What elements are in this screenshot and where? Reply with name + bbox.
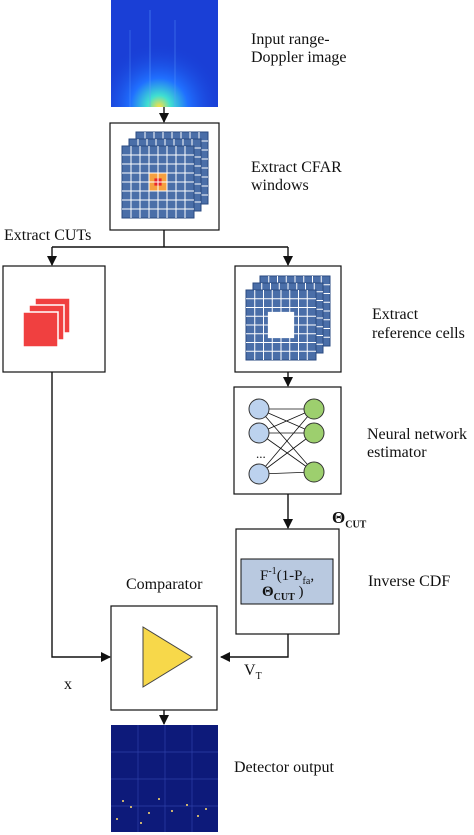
nn-label-line1: Neural network (367, 426, 467, 443)
cut-cell (22, 311, 59, 348)
arrow-x-to-comparator (51, 372, 111, 662)
input-range-doppler-image (111, 0, 218, 107)
vt-label: VT (244, 662, 262, 683)
formula-line2: ΘCUT ) (262, 584, 304, 603)
formula-line1: F-1(1-Pfa, (260, 566, 315, 587)
comparator-box (110, 605, 218, 711)
cfar-label-line1: Extract CFAR (251, 159, 342, 176)
inverse-cdf-label: Inverse CDF (368, 573, 451, 590)
cell-grid-layer (245, 289, 317, 361)
cell-grid-layer (121, 145, 195, 219)
inverse-cdf-box (235, 528, 340, 635)
input-node (248, 422, 270, 444)
formula-box (240, 558, 334, 605)
cfar-label-line2: windows (251, 177, 309, 194)
neural-network-box: ... (233, 386, 342, 495)
input-image-label-line2: Doppler image (251, 49, 347, 66)
extract-cuts-box (2, 265, 106, 373)
input-image-label-line1: Input range- (251, 31, 330, 48)
x-label: x (64, 676, 72, 693)
reference-cells-label-line1: Extract (372, 306, 419, 323)
output-node (303, 398, 325, 420)
reference-cells-label-line2: reference cells (372, 325, 465, 342)
nn-ellipsis: ... (256, 446, 266, 461)
input-node (248, 398, 270, 420)
output-node (303, 461, 325, 483)
extract-cuts-label: Extract CUTs (4, 227, 92, 244)
output-node (303, 422, 325, 444)
comparator-triangle-icon (142, 626, 193, 688)
nn-label-line2: estimator (367, 444, 427, 461)
theta-cut-label: ΘCUT (332, 508, 367, 531)
branch-connector (47, 230, 293, 266)
input-node (248, 463, 270, 485)
comparator-label: Comparator (126, 576, 203, 593)
detector-output-label: Detector output (234, 759, 334, 776)
extract-reference-cells-box (234, 265, 342, 373)
detector-output-image (111, 725, 218, 832)
cfar-windows-box (109, 122, 220, 231)
arrow-vt-to-comparator (220, 634, 289, 662)
